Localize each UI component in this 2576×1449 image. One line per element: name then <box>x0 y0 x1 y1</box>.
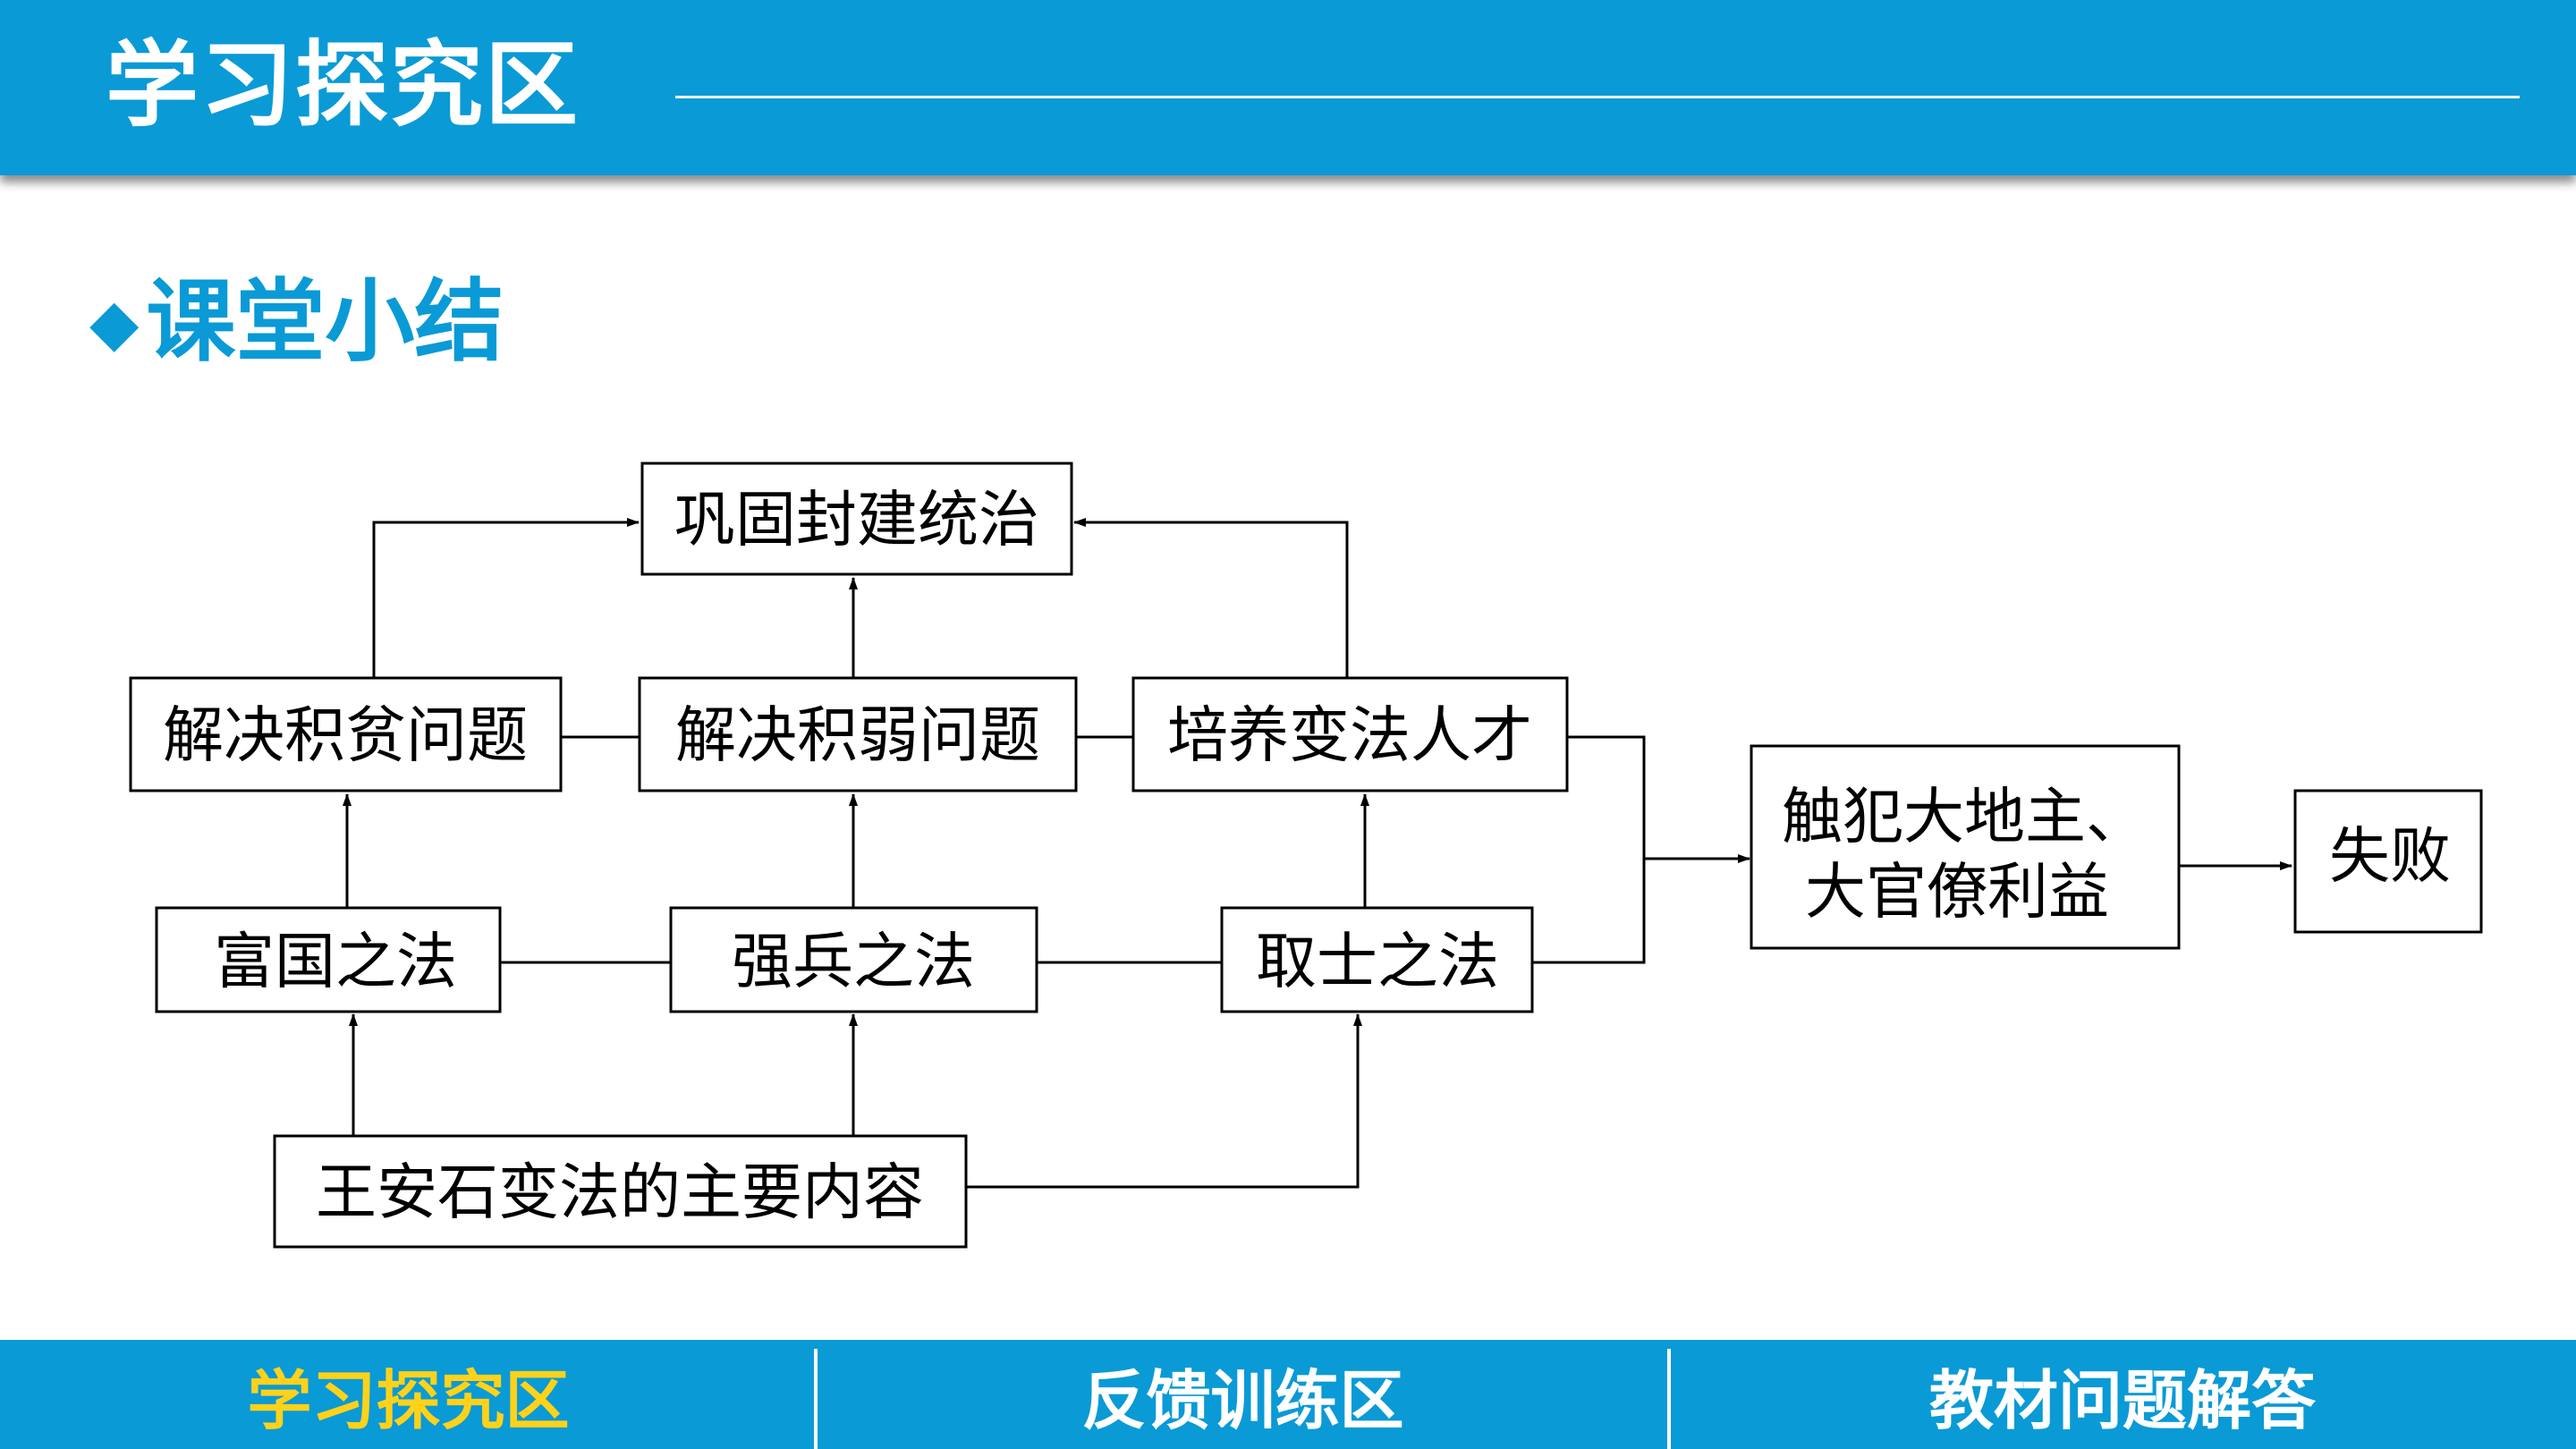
label-consolidate: 巩固封建统治 <box>674 486 1039 556</box>
label-enrich: 富国之法 <box>214 928 457 998</box>
label-weakness: 解决积弱问题 <box>675 701 1040 772</box>
box-scholar <box>1220 906 1534 1013</box>
flowchart-boxes <box>129 462 2483 1249</box>
nav-divider <box>814 1349 818 1449</box>
diamond-bullet-icon: ◆ <box>89 284 140 360</box>
label-content: 王安石变法的主要内容 <box>316 1158 924 1229</box>
label-fail: 失败 <box>2329 822 2451 893</box>
nav-tab-study[interactable]: 学习探究区 <box>247 1362 570 1438</box>
link-talent-scholar-merge <box>1532 735 1646 964</box>
box-fail <box>2293 789 2483 934</box>
flowchart-connectors <box>343 518 2292 1189</box>
header-bar: 学习探究区 <box>0 0 2576 175</box>
section-heading: ◆ 课堂小结 <box>89 273 504 371</box>
box-poverty <box>129 676 563 792</box>
nav-divider <box>1667 1349 1671 1449</box>
box-offend <box>1750 744 2181 950</box>
box-enrich <box>155 906 502 1013</box>
arrow-poverty-to-consolidate <box>372 518 640 678</box>
label-offend-line1: 触犯大地主、 <box>1782 783 2147 853</box>
arrow-content-to-scholar <box>966 1013 1362 1189</box>
box-consolidate <box>640 462 1073 576</box>
label-poverty: 解决积贫问题 <box>163 701 528 772</box>
box-army <box>669 906 1038 1013</box>
section-title: 课堂小结 <box>146 269 504 374</box>
label-scholar: 取士之法 <box>1256 928 1499 998</box>
label-army: 强兵之法 <box>732 928 975 998</box>
flowchart-labels: 巩固封建统治 解决积贫问题 解决积弱问题 培养变法人才 富国之法 强兵之法 取士… <box>163 486 2451 1229</box>
nav-tab-feedback[interactable]: 反馈训练区 <box>1081 1362 1404 1438</box>
header-title: 学习探究区 <box>106 30 580 140</box>
bottom-nav: 学习探究区 反馈训练区 教材问题解答 <box>0 1340 2576 1449</box>
box-talent <box>1131 676 1569 792</box>
nav-tab-textbook[interactable]: 教材问题解答 <box>1928 1362 2316 1438</box>
box-content <box>273 1134 968 1249</box>
header-rule <box>675 96 2520 98</box>
label-offend-line2: 大官僚利益 <box>1805 858 2109 928</box>
box-weakness <box>638 676 1078 792</box>
label-talent: 培养变法人才 <box>1167 701 1532 772</box>
arrow-talent-to-consolidate <box>1073 518 1349 678</box>
